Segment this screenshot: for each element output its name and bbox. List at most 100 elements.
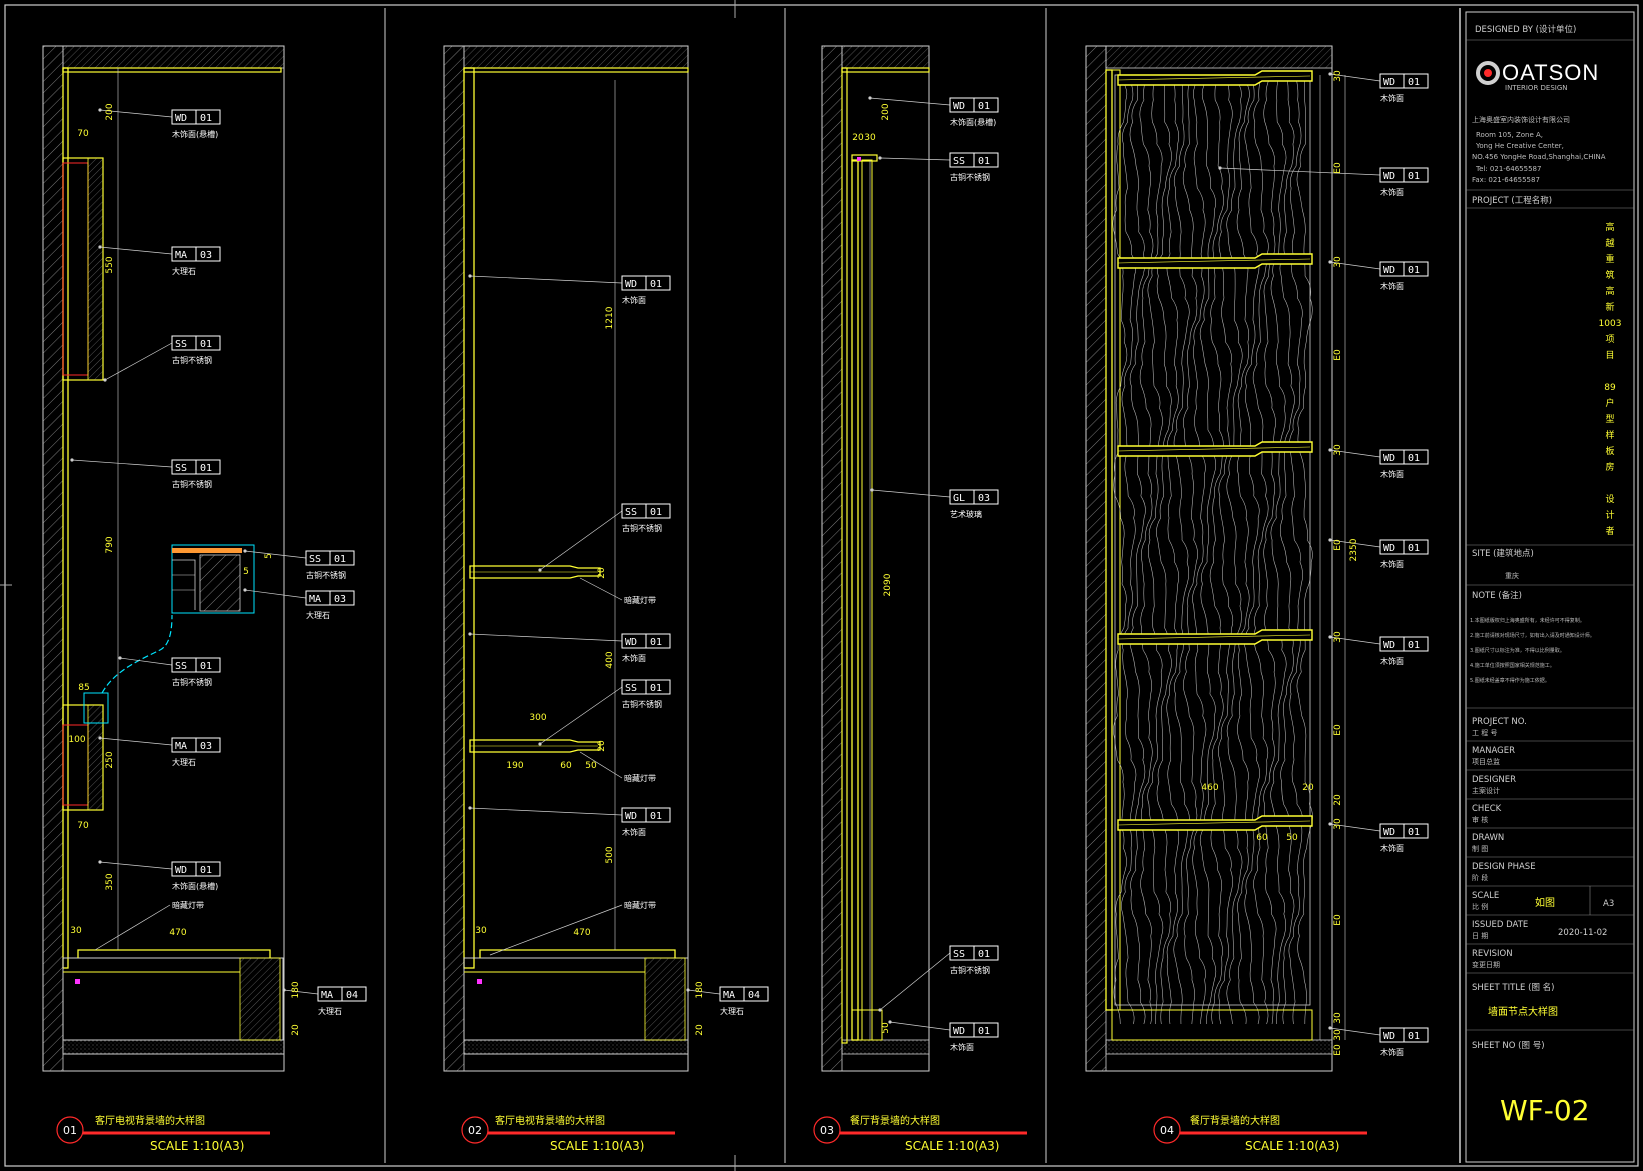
tag-material: 大理石 (720, 1006, 744, 1016)
dimension-value: 5 (264, 553, 274, 559)
tag-material: 木饰面 (1380, 843, 1404, 853)
tag-number: 01 (1408, 265, 1420, 276)
project-name-char: 项 (1605, 334, 1614, 345)
tag-number: 01 (650, 683, 662, 694)
project-name-char: 新 (1605, 301, 1614, 313)
detail-03 (821, 45, 930, 1072)
title-block-rows: PROJECT NO.工 程 号MANAGER项目总监DESIGNER主案设计C… (1466, 717, 1634, 974)
dimension-value: 500 (605, 846, 615, 863)
dimension-value: 20 (695, 1024, 705, 1036)
row-label-cn: 审 核 (1472, 815, 1488, 824)
project-label: PROJECT (工程名称) (1472, 195, 1552, 206)
tag-code: SS (625, 683, 637, 694)
wood-grain-line (1288, 77, 1303, 1025)
dimension-value: 50 (585, 761, 597, 771)
shelf (1117, 441, 1313, 457)
tag-number: 01 (650, 637, 662, 648)
note-line: 1.本图纸版权归上海奥盛所有，未经许可不得复制。 (1470, 617, 1585, 624)
tag-number: 01 (1408, 827, 1420, 838)
tag-material: 古铜不锈钢 (306, 570, 346, 580)
tag-number: 01 (200, 865, 212, 876)
dimension-value: 30 (1333, 70, 1343, 82)
sheet-no-label: SHEET NO (图 号) (1472, 1041, 1545, 1051)
project-name-char: 户 (1605, 397, 1614, 409)
dimension-value: 300 (529, 713, 546, 723)
dimension-value: 200 (105, 103, 115, 120)
dimension-value: 190 (506, 761, 523, 771)
tag-number: 01 (978, 1026, 990, 1037)
tag-material: 木饰面 (950, 1042, 974, 1052)
company-logo: OATSON (1502, 60, 1599, 85)
dimension-value: E0 (1333, 914, 1343, 926)
dimension-value: 100 (68, 735, 85, 745)
detail-04 (1085, 45, 1346, 1072)
tag-material: 木饰面 (1380, 656, 1404, 666)
dimension-value: 30 (1333, 444, 1343, 456)
dimension-value: 350 (105, 873, 115, 890)
dimension-value: 2350 (1349, 538, 1359, 561)
tag-number: 01 (650, 507, 662, 518)
row-label-cn: 工 程 号 (1472, 728, 1497, 737)
led-strip-label: 暗藏灯带 (624, 595, 656, 605)
wood-grain-line (1263, 77, 1277, 1025)
tag-code: GL (953, 493, 965, 504)
project-name-char: 板 (1605, 445, 1614, 457)
sheet-title: 墙面节点大样图 (1488, 1005, 1558, 1018)
wood-grain-line (1121, 77, 1137, 1025)
dimension-value: 30 (70, 926, 82, 936)
dimension-value: 400 (605, 651, 615, 668)
row-label-cn: 变更日期 (1472, 960, 1500, 969)
address-line: Fax: 021-64655587 (1472, 176, 1540, 184)
wood-grain-line (1173, 77, 1190, 1025)
row-extra: A3 (1603, 899, 1614, 909)
row-value: 2020-11-02 (1558, 928, 1607, 938)
dimension-value: 5 (243, 567, 249, 577)
site-label: SITE (建筑地点) (1472, 548, 1534, 559)
dimension-value: 460 (1201, 783, 1218, 793)
detail-title-text: 餐厅背景墙的大样图 (1190, 1114, 1280, 1127)
tag-number: 01 (1408, 1031, 1420, 1042)
tag-number: 01 (1408, 640, 1420, 651)
tag-number: 01 (1408, 543, 1420, 554)
wood-grain-line (1209, 77, 1224, 1025)
project-name-char: 样 (1605, 429, 1614, 441)
tag-code: WD (953, 101, 965, 112)
tag-number: 01 (1408, 453, 1420, 464)
wood-grain-line (1139, 77, 1154, 1025)
tag-number: 03 (200, 250, 212, 261)
dimension-value: 30 (475, 926, 487, 936)
dimension-value: 30 (1333, 256, 1343, 268)
tag-number: 01 (200, 113, 212, 124)
tag-code: SS (953, 949, 965, 960)
row-label-cn: 项目总监 (1472, 757, 1500, 766)
tag-code: SS (625, 507, 637, 518)
tag-code: WD (625, 637, 637, 648)
project-name-char: 计 (1605, 509, 1614, 521)
tag-number: 01 (978, 101, 990, 112)
dimension-value: 30 (1333, 631, 1343, 643)
dimension-value: 2090 (883, 573, 893, 596)
dimension-value: 60 (560, 761, 572, 771)
project-name-char: 重 (1605, 253, 1614, 265)
row-value: 如图 (1535, 896, 1555, 909)
note-line: 5.图纸未经盖章不得作为施工依据。 (1470, 677, 1550, 684)
tag-number: 01 (650, 811, 662, 822)
wood-grain-line (1129, 77, 1146, 1025)
row-label-en: DESIGNER (1472, 775, 1516, 785)
led-strip-label: 暗藏灯带 (172, 900, 204, 910)
site-value: 重庆 (1505, 571, 1519, 580)
tag-number: 01 (200, 463, 212, 474)
